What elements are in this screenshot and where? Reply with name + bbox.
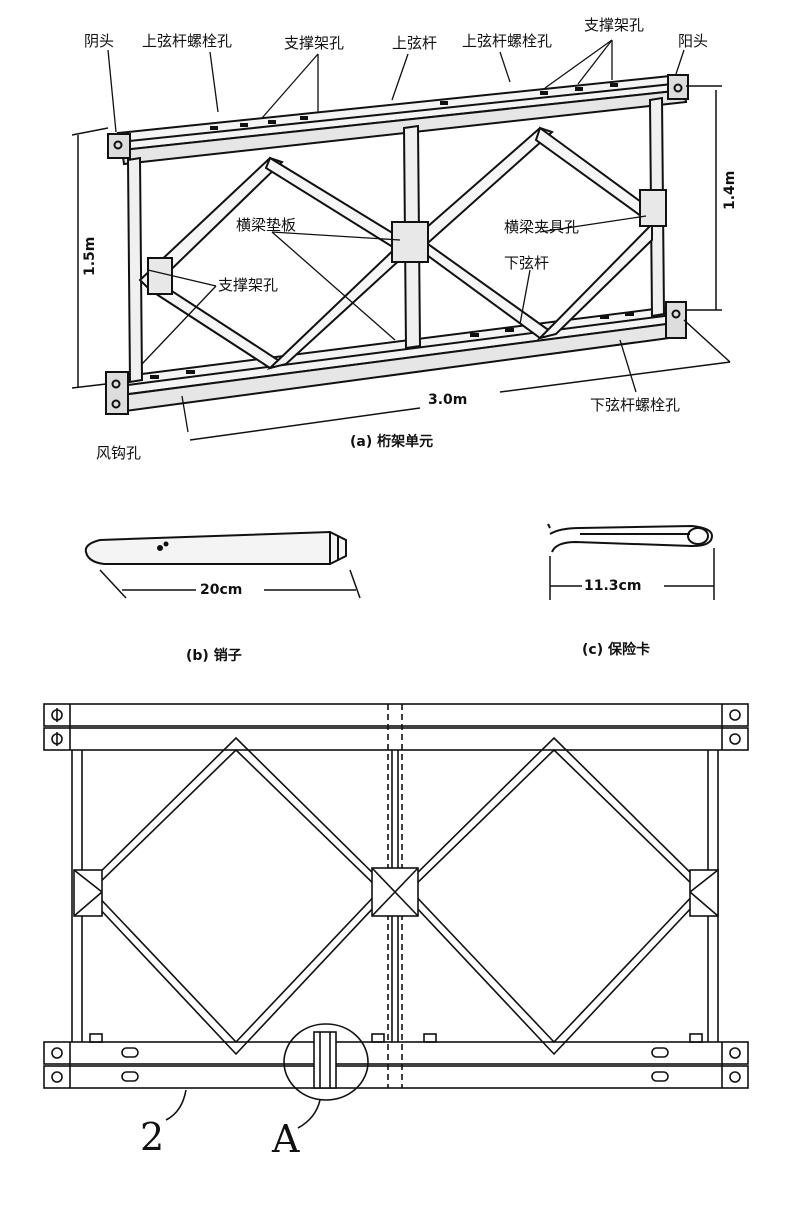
dim-height-left: 1.5m	[82, 237, 98, 276]
label-wind-hook-hole: 风钩孔	[96, 444, 141, 462]
dimension-lines-a	[71, 85, 731, 441]
caption-b: (b) 销子	[186, 647, 242, 664]
clip-dimension	[549, 548, 715, 600]
label-brace-frame-hole-top-right: 支撑架孔	[584, 16, 644, 34]
dim-length: 3.0m	[428, 392, 467, 408]
label-part-2: 2	[140, 1115, 164, 1159]
label-brace-frame-hole-top: 支撑架孔	[284, 34, 344, 52]
label-cross-beam-pad: 横梁垫板	[236, 216, 296, 234]
label-bottom-chord-bolt-hole: 下弦杆螺栓孔	[590, 396, 680, 414]
label-bottom-chord: 下弦杆	[504, 254, 549, 272]
pin-drawing	[84, 530, 347, 565]
pin-dimension	[99, 569, 361, 599]
label-detail-a: A	[271, 1117, 300, 1161]
label-brace-frame-hole-mid: 支撑架孔	[218, 276, 278, 294]
label-yang-tou: 阳头	[678, 32, 708, 50]
label-top-chord-bolt-hole-1: 上弦杆螺栓孔	[142, 32, 232, 50]
dim-clip-length: 11.3cm	[584, 578, 641, 594]
safety-clip-drawing	[547, 523, 714, 553]
caption-c: (c) 保险卡	[582, 641, 650, 658]
truss-unit-drawing	[105, 73, 689, 415]
dim-pin-length: 20cm	[200, 582, 242, 598]
truss-elevation	[43, 703, 749, 1129]
label-top-chord: 上弦杆	[392, 34, 437, 52]
label-cross-beam-clamp-hole: 横梁夹具孔	[504, 218, 579, 236]
caption-a: (a) 桁架单元	[350, 433, 433, 450]
label-yin-tou: 阴头	[84, 32, 114, 50]
label-top-chord-bolt-hole-2: 上弦杆螺栓孔	[462, 32, 552, 50]
leader-lines-a	[107, 39, 685, 433]
dim-height-right: 1.4m	[722, 171, 738, 210]
